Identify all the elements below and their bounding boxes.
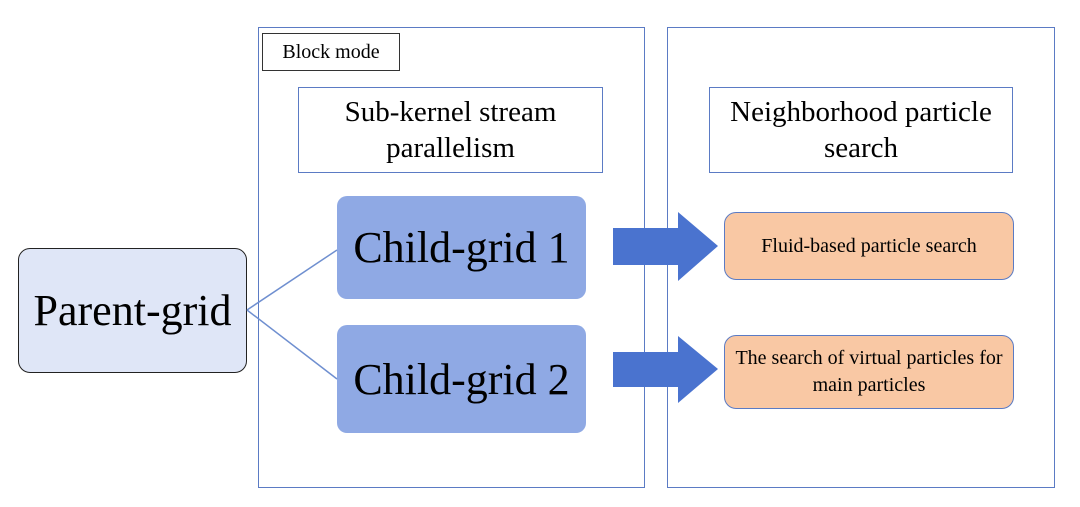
search-result-node-2: The search of virtual particles for main… (724, 335, 1014, 409)
search-result-node-1: Fluid-based particle search (724, 212, 1014, 280)
child-grid-node-2: Child-grid 2 (337, 325, 586, 433)
child-grid-node-1: Child-grid 1 (337, 196, 586, 299)
block-mode-label: Block mode (262, 33, 400, 71)
left-panel-heading: Sub-kernel stream parallelism (298, 87, 603, 173)
parent-grid-node: Parent-grid (18, 248, 247, 373)
right-panel-heading: Neighborhood particle search (709, 87, 1013, 173)
